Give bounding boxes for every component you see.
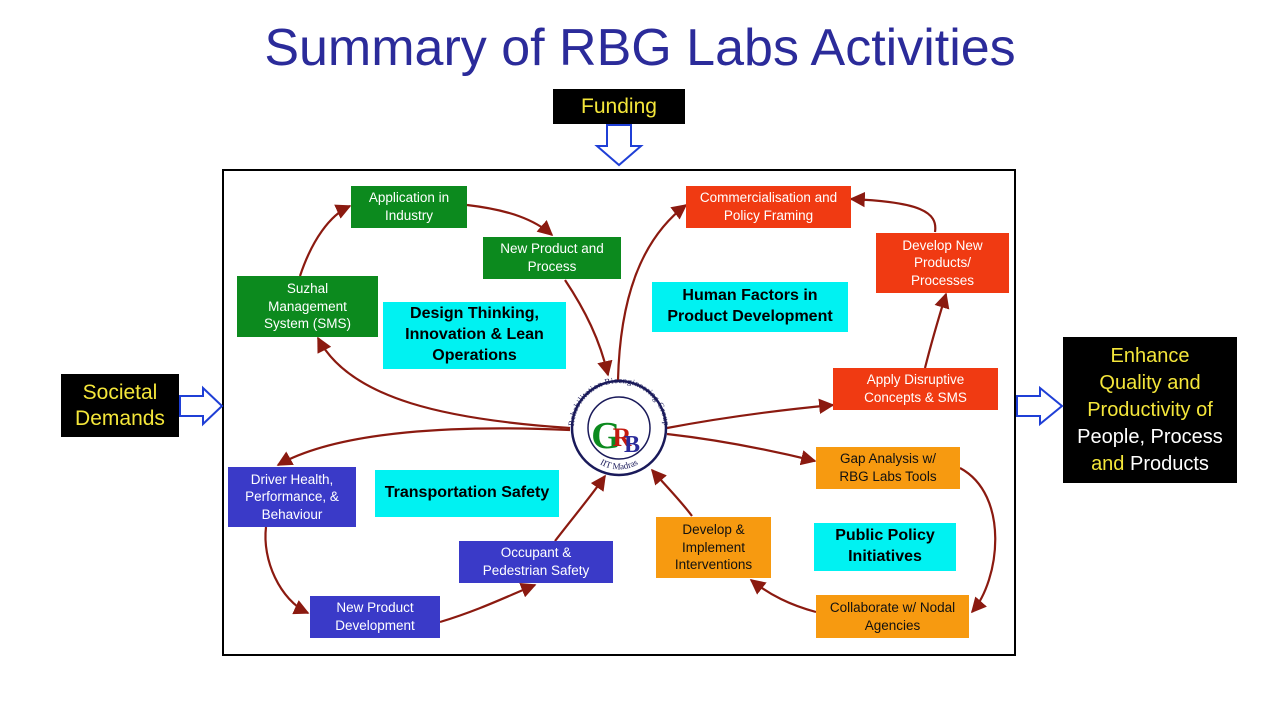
societal-line-2: Demands [75,406,165,430]
arrow-apply-to-developnew [923,292,950,369]
theme-design-line-1: Design Thinking, [410,305,539,323]
enhance-line-5: and Products [1091,451,1209,478]
node-suzhal-sms: Suzhal Management System (SMS) [237,276,378,337]
node-sms-line-1: Suzhal [286,281,329,297]
arrow-collaborate-to-implement [749,579,817,614]
node-collaborate-line-1: Collaborate w/ Nodal [829,599,956,615]
node-develop-implement: Develop & Implement Interventions [656,517,771,578]
arrow-driver-to-newproductdev [264,526,310,615]
funding-arrow-icon [594,124,644,167]
arrow-developnew-to-commercialisation [849,191,937,233]
node-newproductdev-line-1: New Product [336,600,414,616]
node-occupant-pedestrian: Occupant & Pedestrian Safety [459,541,613,583]
enhance-and: and [1091,452,1125,475]
funding-label: Funding [553,89,685,124]
node-application-line-2: Industry [384,208,434,223]
node-new-product-process: New Product and Process [483,237,621,279]
node-gap-line-1: Gap Analysis w/ [839,451,937,467]
output-arrow-icon [1016,385,1064,427]
node-commercialisation: Commercialisation and Policy Framing [686,186,851,228]
theme-human-factors: Human Factors in Product Development [652,282,848,332]
arrow-center-to-sms [317,336,571,430]
enhance-output-label: Enhance Quality and Productivity of Peop… [1063,337,1237,483]
node-newproductdev-line-2: Development [335,618,415,633]
node-collaborate-nodal: Collaborate w/ Nodal Agencies [816,595,969,638]
node-driver-line-3: Behaviour [261,506,323,522]
node-develop-new-products: Develop New Products/ Processes [876,233,1009,293]
arrow-newproduct-to-center [564,279,613,377]
societal-line-1: Societal [82,381,158,405]
node-sms-line-3: System (SMS) [263,316,351,332]
theme-transportation-safety: Transportation Safety [375,470,559,517]
node-developnew-line-2: Products/ [913,255,972,271]
node-implement-line-2: Implement [681,539,746,555]
node-new-product-development: New Product Development [310,596,440,638]
enhance-line-2: Quality and [1099,371,1201,394]
node-developnew-line-3: Processes [910,272,975,288]
societal-demands-label: Societal Demands [61,374,179,437]
node-implement-line-3: Interventions [674,557,753,573]
arrow-occupant-to-center [554,474,606,542]
enhance-line-3: Productivity of [1087,398,1213,421]
node-application-industry: Application in Industry [351,186,467,228]
theme-design-line-3: Operations [432,346,517,364]
node-occupant-line-2: Pedestrian Safety [482,563,590,578]
node-driver-line-2: Performance, & [245,489,339,505]
theme-public-policy: Public Policy Initiatives [814,523,956,571]
node-commercialisation-line-2: Policy Framing [723,208,814,223]
theme-policy-line-1: Public Policy [835,527,935,545]
page-title: Summary of RBG Labs Activities [264,19,1016,77]
arrow-center-to-gap [666,432,817,466]
arrow-center-to-driver [276,427,571,466]
node-apply-disruptive: Apply Disruptive Concepts & SMS [833,368,998,410]
node-gap-line-2: RBG Labs Tools [839,469,937,484]
theme-human-line-1: Human Factors in [682,287,818,305]
arrow-sms-to-application [298,204,352,277]
arrow-newproductdev-to-occupant [439,582,537,624]
node-implement-line-1: Develop & [682,522,745,538]
theme-transport-line-1: Transportation Safety [384,484,550,502]
node-newproduct-line-2: Process [527,259,577,274]
enhance-line-4: People, Process [1077,425,1223,448]
societal-arrow-icon [179,385,224,427]
enhance-line-1: Enhance [1110,344,1190,367]
node-commercialisation-line-1: Commercialisation and [699,190,838,206]
node-driver-health: Driver Health, Performance, & Behaviour [228,467,356,527]
node-occupant-line-1: Occupant & [500,545,572,561]
node-apply-line-1: Apply Disruptive [866,372,965,388]
arrow-center-to-apply [666,398,835,430]
node-gap-analysis: Gap Analysis w/ RBG Labs Tools [816,447,960,489]
theme-policy-line-2: Initiatives [848,548,922,565]
node-driver-line-1: Driver Health, [250,471,334,487]
funding-text: Funding [581,94,657,118]
node-sms-line-2: Management [268,298,347,314]
theme-design-thinking: Design Thinking, Innovation & Lean Opera… [383,302,566,369]
node-apply-line-2: Concepts & SMS [864,390,967,405]
node-application-line-1: Application in [368,190,450,206]
arrow-implement-to-center [650,468,693,517]
theme-human-line-2: Product Development [667,308,833,325]
enhance-products: Products [1124,452,1209,475]
arrow-gap-to-collaborate [959,467,997,614]
arrow-application-to-newproduct [466,203,554,237]
node-newproduct-line-1: New Product and [500,241,604,257]
theme-design-line-2: Innovation & Lean [405,326,544,344]
arrow-center-to-commercialisation [616,204,688,381]
node-collaborate-line-2: Agencies [864,617,921,633]
node-developnew-line-1: Develop New [902,237,983,253]
